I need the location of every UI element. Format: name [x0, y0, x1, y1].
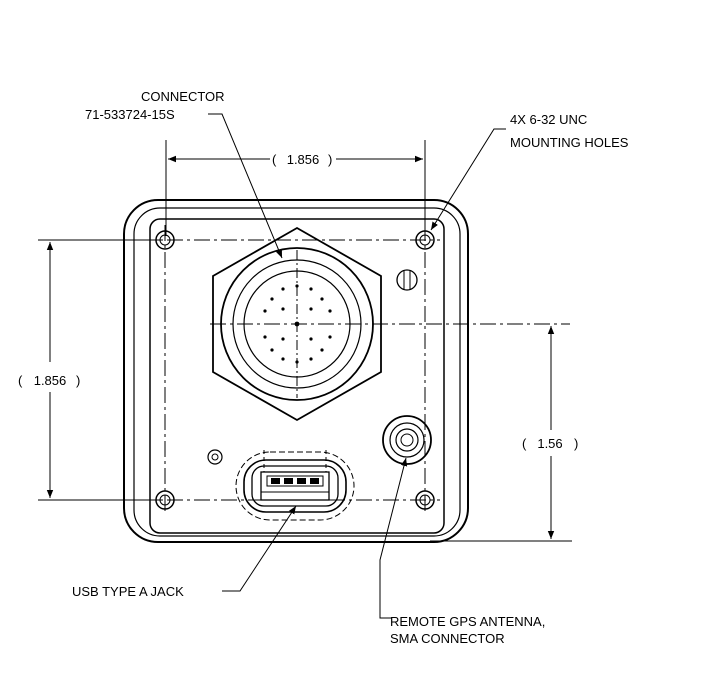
mounting-hole-bottom-right — [415, 490, 435, 510]
dimension-left-height: ( 1.856 ) — [18, 239, 160, 501]
dimension-top-width: ( 1.856 ) — [165, 140, 426, 236]
dimension-left-height-value: 1.856 — [34, 373, 67, 388]
callout-connector-line1: CONNECTOR — [141, 89, 225, 104]
dimension-right-height: ( 1.56 ) — [430, 326, 578, 542]
indicator-light — [207, 449, 223, 465]
svg-text:): ) — [574, 436, 578, 451]
callout-gps-line1: REMOTE GPS ANTENNA, — [390, 614, 545, 629]
svg-text:): ) — [76, 373, 80, 388]
svg-text:(: ( — [272, 152, 277, 167]
callout-mounting-line2: MOUNTING HOLES — [510, 135, 629, 150]
dimension-right-height-value: 1.56 — [537, 436, 562, 451]
sma-connector — [382, 415, 432, 465]
callout-connector: CONNECTOR 71-533724-15S — [85, 89, 283, 259]
dimension-top-width-value: 1.856 — [287, 152, 320, 167]
callout-usb: USB TYPE A JACK — [72, 505, 297, 599]
callout-connector-line2: 71-533724-15S — [85, 107, 175, 122]
usb-jack — [235, 450, 355, 521]
svg-text:(: ( — [18, 373, 23, 388]
slotted-screw — [396, 269, 418, 291]
callout-mounting-holes: 4X 6-32 UNC MOUNTING HOLES — [430, 112, 629, 231]
callout-gps: REMOTE GPS ANTENNA, SMA CONNECTOR — [379, 457, 545, 646]
callout-gps-line2: SMA CONNECTOR — [390, 631, 505, 646]
callout-mounting-line1: 4X 6-32 UNC — [510, 112, 587, 127]
svg-text:): ) — [328, 152, 332, 167]
enclosure-body — [123, 199, 469, 543]
svg-text:(: ( — [522, 436, 527, 451]
callout-usb-label: USB TYPE A JACK — [72, 584, 184, 599]
